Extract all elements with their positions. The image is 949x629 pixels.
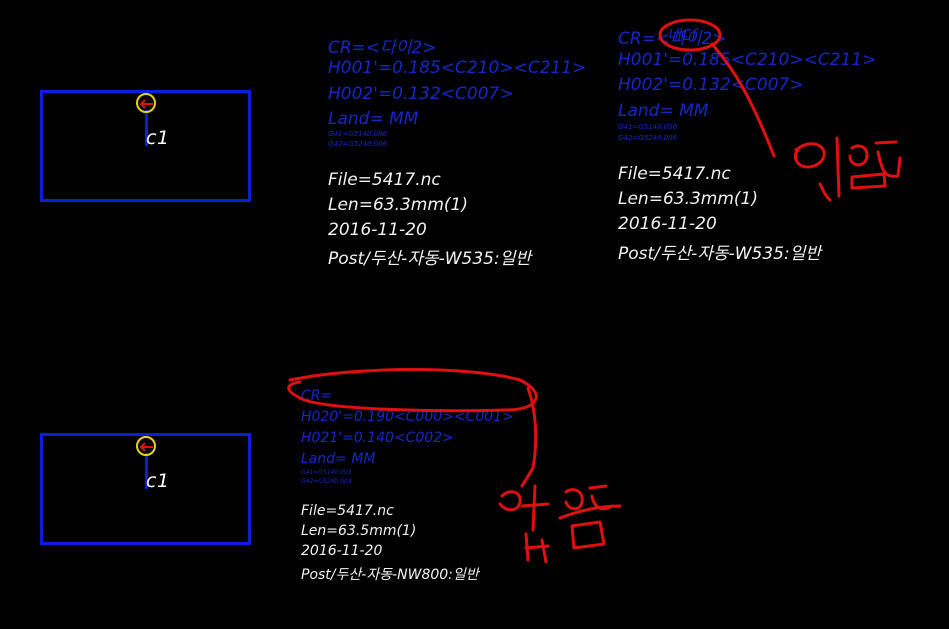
- h2-line: H002'=0.132<C007>: [618, 75, 804, 95]
- h2-line: H021'=0.140<C002>: [301, 430, 454, 446]
- part-label-top: c1: [146, 127, 170, 149]
- entry-point-marker-bottom[interactable]: [136, 436, 156, 456]
- h1-line: H020'=0.190<C000><C001>: [301, 409, 514, 425]
- file-line: File=5417.nc: [618, 164, 731, 184]
- len-line: Len=63.3mm(1): [618, 189, 759, 209]
- post-line: Post/두산-자동-W535:일반: [328, 249, 531, 269]
- file-line: File=5417.nc: [328, 170, 441, 190]
- file-line: File=5417.nc: [301, 503, 394, 519]
- cr-line: CR=<다이2>: [328, 38, 437, 58]
- arrow-left-icon: [139, 442, 153, 452]
- g41-line: G41=G5140.003: [301, 469, 352, 476]
- date-line: 2016-11-20: [328, 220, 427, 240]
- entry-stem-top: [145, 110, 148, 146]
- annotation-line-bottom: [520, 386, 538, 488]
- annotation-loop-bottom: [287, 368, 538, 413]
- annotation-line-top: [710, 42, 776, 158]
- arrow-left-icon: [139, 99, 153, 109]
- h1-line: H001'=0.185<C210><C211>: [328, 58, 587, 78]
- annotation-circle-top: [658, 18, 722, 52]
- post-line: Post/두산-자동-W535:일반: [618, 244, 821, 264]
- g42-line: G42=G5240.003: [301, 478, 352, 485]
- len-line: Len=63.5mm(1): [301, 523, 417, 539]
- g42-line: G42=G5240.006: [618, 134, 678, 142]
- g42-line: G42=G5240.006: [328, 140, 388, 148]
- entry-point-marker-top[interactable]: [136, 93, 156, 113]
- part-outline-top[interactable]: [40, 90, 251, 202]
- g41-line: G41=G5140.006: [328, 130, 388, 138]
- land-line: Land= MM: [301, 451, 376, 467]
- h1-line: H001'=0.185<C210><C211>: [618, 50, 877, 70]
- g41-line: G41=G5140.006: [618, 123, 678, 131]
- land-line: Land= MM: [328, 109, 419, 129]
- cr-highlight: 내Cf: [667, 26, 697, 44]
- cr-line: CR=<다이2>: [618, 24, 727, 49]
- entry-stem-bottom: [145, 453, 148, 489]
- len-line: Len=63.3mm(1): [328, 195, 469, 215]
- date-line: 2016-11-20: [618, 214, 717, 234]
- annotation-note-top: [793, 136, 902, 202]
- date-line: 2016-11-20: [301, 543, 383, 559]
- h2-line: H002'=0.132<C007>: [328, 84, 514, 104]
- annotation-note-bottom: [498, 484, 622, 564]
- post-line: Post/두산-자동-NW800:일반: [301, 567, 479, 583]
- part-outline-bottom[interactable]: [40, 433, 251, 545]
- cr-text: CR=<다이2>: [618, 29, 727, 49]
- part-label-bottom: c1: [146, 470, 170, 492]
- land-line: Land= MM: [618, 101, 709, 121]
